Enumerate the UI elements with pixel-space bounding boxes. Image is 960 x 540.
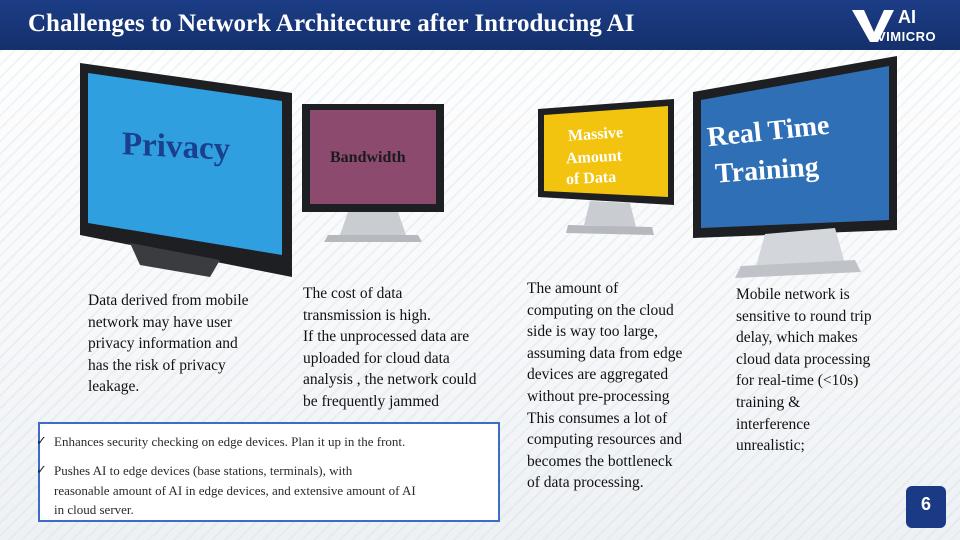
- data-line: This consumes a lot of: [527, 409, 668, 427]
- data-line: devices are aggregated: [527, 366, 669, 384]
- monitor-training-screen: [701, 66, 889, 228]
- bullet-line: Enhances security checking on edge devic…: [54, 434, 406, 449]
- monitor-bandwidth: Bandwidth: [298, 100, 448, 250]
- monitor-massive-data: Massive Amount of Data: [520, 95, 690, 255]
- slide-title: Challenges to Network Architecture after…: [28, 10, 635, 37]
- data-line: computing on the cloud: [527, 301, 674, 319]
- data-line: computing resources and: [527, 431, 682, 449]
- training-line: cloud data processing: [736, 350, 871, 368]
- data-label-line-2: Amount: [565, 147, 623, 168]
- privacy-label: Privacy: [122, 126, 231, 168]
- data-line: assuming data from edge: [527, 344, 683, 362]
- training-description: Mobile network is sensitive to round tri…: [736, 284, 916, 457]
- training-line: delay, which makes: [736, 329, 858, 347]
- bullet-box: ✓ Enhances security checking on edge dev…: [36, 422, 500, 522]
- logo-v-mark-icon: [852, 10, 894, 42]
- bullet-item: ✓ Pushes AI to edge devices (base statio…: [36, 461, 500, 520]
- privacy-description: Data derived from mobile network may hav…: [88, 290, 288, 398]
- monitor-data-screen: [544, 106, 668, 197]
- bandwidth-line: The cost of data: [303, 285, 403, 302]
- bullet-item: ✓ Enhances security checking on edge dev…: [36, 432, 494, 452]
- training-line: Mobile network is: [736, 286, 850, 303]
- bandwidth-line: uploaded for cloud data: [303, 349, 450, 367]
- training-line: sensitive to round trip: [736, 307, 872, 325]
- monitor-training-frame-icon: [693, 56, 897, 278]
- bandwidth-line: analysis , the network could: [303, 371, 477, 389]
- bullet-line: Pushes AI to edge devices (base stations…: [54, 463, 353, 478]
- logo-ai-text: AI: [898, 7, 916, 27]
- page-number: 6: [920, 494, 931, 514]
- monitor-privacy-screen: [88, 73, 282, 255]
- bandwidth-line: be frequently jammed: [303, 392, 440, 410]
- bandwidth-label: Bandwidth: [330, 149, 406, 166]
- data-line: becomes the bottleneck: [527, 452, 673, 470]
- title-bar: Challenges to Network Architecture after…: [0, 0, 960, 50]
- monitor-real-time-training: Real Time Training: [685, 52, 905, 282]
- page-number-badge: 6: [906, 486, 946, 528]
- monitor-bandwidth-frame-icon: [302, 104, 444, 242]
- monitor-bandwidth-screen: [310, 110, 436, 204]
- vimicro-logo: AI VIMICRO: [850, 6, 950, 46]
- bullet-line: reasonable amount of AI in edge devices,…: [54, 482, 416, 498]
- monitor-privacy-frame-icon: [80, 63, 292, 277]
- data-description: The amount of computing on the cloud sid…: [527, 278, 722, 494]
- data-line: of data processing.: [527, 474, 644, 492]
- privacy-line: privacy information and: [88, 335, 238, 353]
- monitor-data-frame-icon: [538, 99, 674, 235]
- privacy-line: leakage.: [88, 378, 140, 396]
- bandwidth-line: transmission is high.: [303, 306, 431, 324]
- privacy-line: has the risk of privacy: [88, 356, 226, 374]
- data-line: side is way too large,: [527, 323, 659, 341]
- monitor-privacy: Privacy: [70, 55, 300, 285]
- logo-company-name: VIMICRO: [877, 29, 937, 44]
- training-line: interference: [736, 415, 810, 433]
- training-line: for real-time (<10s): [736, 372, 859, 390]
- data-line: without pre-processing: [527, 387, 670, 405]
- privacy-line: network may have user: [88, 313, 233, 331]
- bandwidth-line: If the unprocessed data are: [303, 328, 470, 346]
- bullet-line: in cloud server.: [54, 502, 134, 517]
- bandwidth-description: The cost of data transmission is high. I…: [303, 283, 513, 413]
- data-line: The amount of: [527, 280, 619, 297]
- training-line: training &: [736, 393, 801, 411]
- data-label-line-3: of Data: [565, 168, 617, 189]
- checkmark-icon: ✓: [36, 434, 47, 449]
- privacy-line: Data derived from mobile: [88, 292, 249, 309]
- checkmark-icon: ✓: [36, 463, 47, 478]
- training-line: unrealistic;: [736, 437, 805, 455]
